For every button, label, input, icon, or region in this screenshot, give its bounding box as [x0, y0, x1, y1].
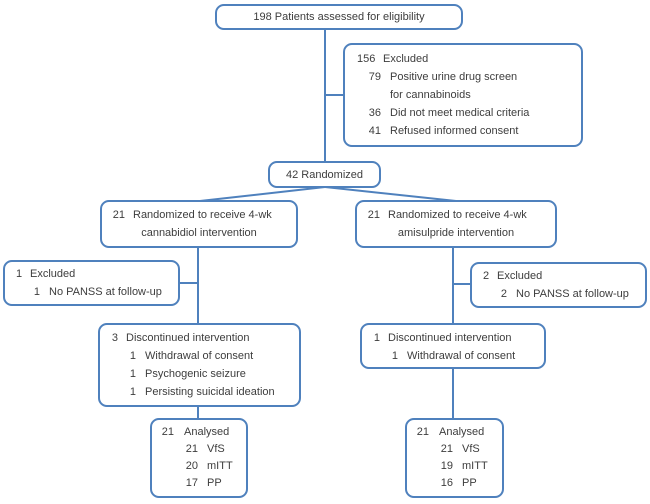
analysis-set: PP: [462, 477, 477, 489]
excluded-main-line: 41 Refused informed consent: [345, 122, 581, 140]
count: 156: [357, 53, 376, 65]
count: 1: [373, 332, 380, 344]
count: 2: [483, 270, 490, 282]
analysis-set: Analysed: [184, 426, 230, 438]
analysed-line: 21 Analysed: [152, 424, 246, 441]
excluded-main-line: 79 Positive urine drug screen: [345, 68, 581, 86]
box-randomized: 42 Randomized: [268, 161, 381, 188]
analysed-line: 20 mITT: [152, 458, 246, 475]
excluded-main-line: for cannabinoids: [345, 86, 581, 104]
box-excluded-main: 156 Excluded 79 Positive urine drug screen…: [343, 43, 583, 147]
count: 17: [185, 477, 198, 489]
excluded-line: 2 Excluded: [472, 267, 645, 285]
analysed-line: 21 VfS: [407, 441, 502, 458]
reason: Persisting suicidal ideation: [145, 386, 275, 398]
reason: for cannabinoids: [390, 89, 471, 101]
analysis-set: Analysed: [439, 426, 485, 438]
count: 16: [440, 477, 453, 489]
arm-text: Randomized to receive 4-wk: [388, 209, 527, 221]
analysed-line: 17 PP: [152, 475, 246, 492]
discontinued-line: 1 Withdrawal of consent: [362, 347, 544, 365]
arm-line: cannabidiol intervention: [141, 227, 257, 239]
count: 2: [500, 288, 507, 300]
reason: Positive urine drug screen: [390, 71, 518, 83]
reason: No PANSS at follow-up: [49, 286, 162, 298]
analysis-set: VfS: [462, 443, 480, 455]
excluded-main-line: 156 Excluded: [345, 50, 581, 68]
arm-line: amisulpride intervention: [397, 227, 515, 239]
count: 1: [129, 350, 136, 362]
reason: Discontinued intervention: [126, 332, 250, 344]
count: 41: [368, 125, 381, 137]
connector-randomized-cannabidiol: [199, 186, 326, 202]
excluded-main-line: 36 Did not meet medical criteria: [345, 104, 581, 122]
count: 1: [16, 268, 23, 280]
count: 21: [440, 443, 453, 455]
reason: Discontinued intervention: [388, 332, 512, 344]
arm-line: 21 Randomized to receive 4-wk: [357, 206, 555, 224]
count: 1: [129, 386, 136, 398]
box-arm-cannabidiol: 21 Randomized to receive 4-wk cannabidiol…: [100, 200, 298, 248]
analysis-set: mITT: [462, 460, 488, 472]
count: 21: [416, 426, 429, 438]
discontinued-line: 1 Withdrawal of consent: [100, 347, 299, 365]
excluded-line: 2 No PANSS at follow-up: [472, 285, 645, 303]
box-arm-amisulpride: 21 Randomized to receive 4-wk amisulpride…: [355, 200, 557, 248]
discontinued-line: 1 Discontinued intervention: [362, 329, 544, 347]
arm-line: 21 Randomized to receive 4-wk: [102, 206, 296, 224]
connector-randomized-amisulpride: [324, 186, 457, 202]
count: 1: [129, 368, 136, 380]
reason: Did not meet medical criteria: [390, 107, 530, 119]
reason: Excluded: [383, 53, 429, 65]
reason: Excluded: [497, 270, 543, 282]
arm-text: Randomized to receive 4-wk: [133, 209, 272, 221]
analysis-set: PP: [207, 477, 222, 489]
count: 20: [185, 460, 198, 472]
discontinued-line: 3 Discontinued intervention: [100, 329, 299, 347]
analysed-line: 21 VfS: [152, 441, 246, 458]
box-eligibility: 198 Patients assessed for eligibility: [215, 4, 463, 30]
count: 21: [185, 443, 198, 455]
reason: No PANSS at follow-up: [516, 288, 629, 300]
reason: Psychogenic seizure: [145, 368, 246, 380]
count: 19: [440, 460, 453, 472]
analysis-set: VfS: [207, 443, 225, 455]
discontinued-line: 1 Psychogenic seizure: [100, 365, 299, 383]
excluded-line: 1 Excluded: [5, 265, 178, 283]
discontinued-line: 1 Persisting suicidal ideation: [100, 383, 299, 401]
reason: Withdrawal of consent: [407, 350, 516, 362]
reason: Excluded: [30, 268, 76, 280]
count: 1: [33, 286, 40, 298]
count: 1: [391, 350, 398, 362]
analysed-line: 16 PP: [407, 475, 502, 492]
analysed-line: 21 Analysed: [407, 424, 502, 441]
count: 36: [368, 107, 381, 119]
count: [357, 86, 381, 104]
count: 21: [161, 426, 174, 438]
box-excluded-amisulpride: 2 Excluded 2 No PANSS at follow-up: [470, 262, 647, 308]
excluded-line: 1 No PANSS at follow-up: [5, 283, 178, 301]
reason: Withdrawal of consent: [145, 350, 254, 362]
count: 21: [367, 209, 380, 221]
randomized-text: 42 Randomized: [285, 168, 364, 181]
box-excluded-cannabidiol: 1 Excluded 1 No PANSS at follow-up: [3, 260, 180, 306]
count: 21: [112, 209, 125, 221]
analysis-set: mITT: [207, 460, 233, 472]
eligibility-text: 198 Patients assessed for eligibility: [253, 11, 425, 23]
analysed-line: 19 mITT: [407, 458, 502, 475]
count: 79: [368, 71, 381, 83]
count: 3: [111, 332, 118, 344]
box-discontinued-cannabidiol: 3 Discontinued intervention 1 Withdrawal o…: [98, 323, 301, 407]
reason: Refused informed consent: [390, 125, 519, 137]
